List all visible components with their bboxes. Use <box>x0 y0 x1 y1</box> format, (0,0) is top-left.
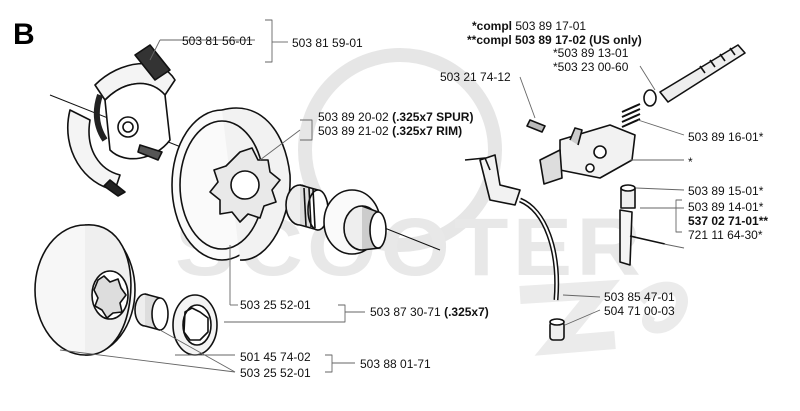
part-label-small-bearing: 503 25 52-01 <box>240 366 311 380</box>
part-label-oil-filter: 504 71 00-03 <box>604 304 675 318</box>
needle-bearing <box>285 184 329 231</box>
part-label-needle-bearing: 503 25 52-01 <box>240 298 311 312</box>
rim-sprocket <box>172 294 218 356</box>
clutch-drum <box>171 107 291 261</box>
oil-pump-assembly <box>464 44 746 341</box>
part-label-spring: 503 89 16-01* <box>688 130 764 144</box>
part-label-oil-hose: 503 85 47-01 <box>604 290 675 304</box>
part-label-clutch-assembly: 503 81 59-01 <box>292 36 363 50</box>
section-letter: B <box>13 18 35 51</box>
part-label-drum-kit: 503 87 30-71 (.325x7) <box>370 305 489 319</box>
part-label-asterisk: * <box>688 155 693 169</box>
part-label-plunger-us: 537 02 71-01** <box>688 214 769 228</box>
part-label-compl-2: **compl 503 89 17-02 (US only) <box>467 33 642 47</box>
part-label-clutch-shoe: 503 81 56-01 <box>182 34 253 48</box>
part-label-plunger-cap: 503 89 15-01* <box>688 184 764 198</box>
part-label-rim-drum-kit: 503 88 01-71 <box>360 357 431 371</box>
clutch-shoe-assembly <box>67 44 176 197</box>
small-needle-bearing <box>134 293 169 331</box>
rim-drum <box>34 224 136 356</box>
part-label-washer: *503 23 00-60 <box>553 60 629 74</box>
part-label-worm-shaft: *503 89 13-01 <box>553 46 629 60</box>
washer-and-nut <box>323 189 387 255</box>
leader-lines <box>59 19 685 373</box>
part-label-plunger: 503 89 14-01* <box>688 200 764 214</box>
part-label-drum-spur: 503 89 20-02 (.325x7 SPUR) <box>318 110 474 124</box>
part-label-compl-1: *compl 503 89 17-01 <box>472 19 587 33</box>
part-label-rim-sprocket: 501 45 74-02 <box>240 350 311 364</box>
part-label-drum-rim: 503 89 21-02 (.325x7 RIM) <box>318 124 463 138</box>
part-label-pin: 721 11 64-30* <box>688 228 763 242</box>
part-label-screw: 503 21 74-12 <box>440 70 511 84</box>
